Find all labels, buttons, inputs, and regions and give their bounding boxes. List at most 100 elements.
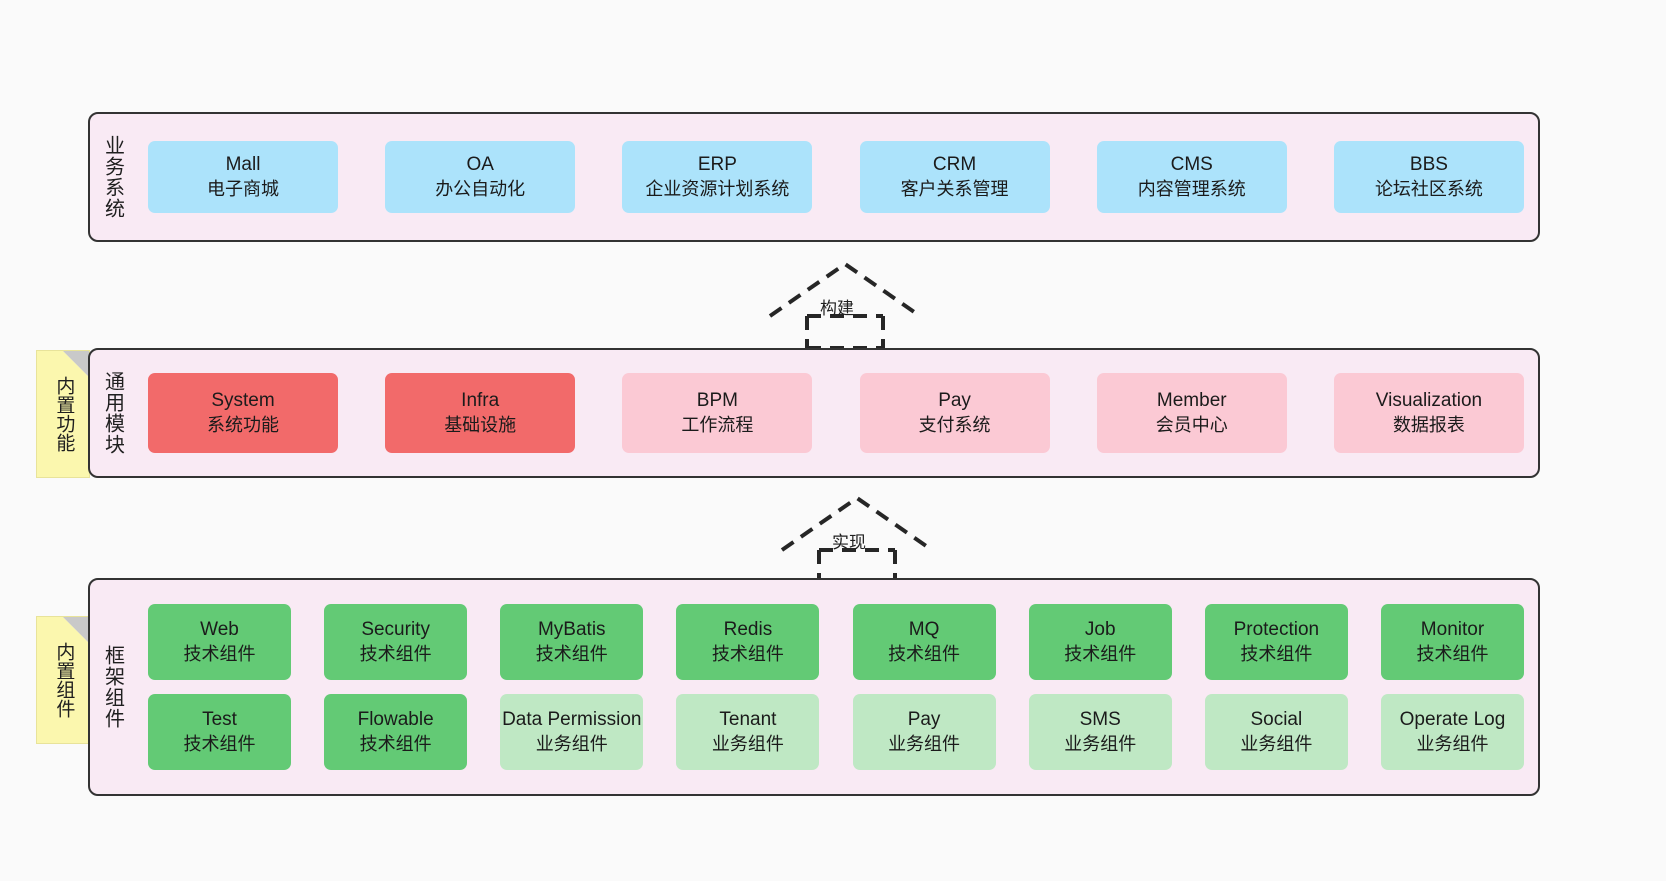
connector-implement-label: 实现 bbox=[832, 533, 866, 552]
common-item-visualization[interactable]: Visualization 数据报表 bbox=[1333, 373, 1524, 453]
connector-implement: 实现 bbox=[772, 492, 942, 589]
framework-item-operate-log[interactable]: Operate Log 业务组件 bbox=[1380, 694, 1524, 770]
framework-item-monitor[interactable]: Monitor 技术组件 bbox=[1380, 604, 1524, 680]
framework-item-pay-name: Pay bbox=[907, 709, 941, 731]
common-item-system-name: System bbox=[211, 390, 275, 412]
framework-item-tenant[interactable]: Tenant 业务组件 bbox=[676, 694, 820, 770]
framework-item-flowable[interactable]: Flowable 技术组件 bbox=[324, 694, 468, 770]
note-builtin-function-label: 内置功能 bbox=[53, 376, 75, 452]
framework-tech-row: Web 技术组件 Security 技术组件 MyBatis 技术组件 Redi… bbox=[148, 604, 1524, 680]
framework-item-pay[interactable]: Pay 业务组件 bbox=[852, 694, 996, 770]
common-item-bpm[interactable]: BPM 工作流程 bbox=[622, 373, 813, 453]
framework-item-tenant-desc: 业务组件 bbox=[711, 733, 784, 754]
framework-item-protection-desc: 技术组件 bbox=[1240, 643, 1313, 664]
business-item-bbs-name: BBS bbox=[1409, 154, 1448, 176]
business-item-oa-desc: 办公自动化 bbox=[435, 178, 526, 199]
layer-common-module: 通用模块 System 系统功能 Infra 基础设施 BPM 工作流程 Pay… bbox=[88, 348, 1540, 478]
business-item-cms[interactable]: CMS 内容管理系统 bbox=[1096, 141, 1287, 213]
business-item-bbs-desc: 论坛社区系统 bbox=[1374, 178, 1483, 199]
common-item-system-desc: 系统功能 bbox=[207, 414, 279, 435]
framework-item-data-permission-name: Data Permission bbox=[502, 709, 642, 731]
framework-item-tenant-name: Tenant bbox=[719, 709, 777, 731]
common-item-infra-desc: 基础设施 bbox=[444, 414, 517, 435]
framework-item-flowable-name: Flowable bbox=[357, 709, 434, 731]
business-item-erp-name: ERP bbox=[697, 154, 737, 176]
framework-item-redis[interactable]: Redis 技术组件 bbox=[676, 604, 820, 680]
framework-item-security-desc: 技术组件 bbox=[359, 643, 432, 664]
framework-item-protection-name: Protection bbox=[1233, 619, 1320, 641]
business-item-crm-name: CRM bbox=[932, 154, 977, 176]
framework-item-mq-desc: 技术组件 bbox=[888, 643, 961, 664]
framework-item-protection[interactable]: Protection 技术组件 bbox=[1204, 604, 1348, 680]
business-item-mall-desc: 电子商城 bbox=[207, 178, 279, 199]
common-item-member[interactable]: Member 会员中心 bbox=[1096, 373, 1287, 453]
common-item-member-desc: 会员中心 bbox=[1155, 414, 1228, 435]
business-item-oa[interactable]: OA 办公自动化 bbox=[385, 141, 576, 213]
note-builtin-function: 内置功能 bbox=[36, 350, 90, 478]
framework-biz-row: Test 技术组件 Flowable 技术组件 Data Permission … bbox=[148, 694, 1524, 770]
framework-item-security[interactable]: Security 技术组件 bbox=[324, 604, 468, 680]
framework-item-test-desc: 技术组件 bbox=[183, 733, 256, 754]
layer-common-module-title: 通用模块 bbox=[101, 371, 124, 455]
framework-item-security-name: Security bbox=[361, 619, 430, 641]
common-item-visualization-desc: 数据报表 bbox=[1392, 414, 1465, 435]
framework-item-data-permission[interactable]: Data Permission 业务组件 bbox=[500, 694, 644, 770]
business-item-crm[interactable]: CRM 客户关系管理 bbox=[859, 141, 1050, 213]
framework-item-mq-name: MQ bbox=[908, 619, 940, 641]
framework-item-job-name: Job bbox=[1084, 619, 1116, 641]
framework-item-mybatis[interactable]: MyBatis 技术组件 bbox=[500, 604, 644, 680]
business-system-row: Mall 电子商城 OA 办公自动化 ERP 企业资源计划系统 CRM 客户关系… bbox=[148, 141, 1524, 213]
business-item-oa-name: OA bbox=[466, 154, 494, 176]
common-item-system[interactable]: System 系统功能 bbox=[148, 373, 338, 453]
layer-business-system-title: 业务系统 bbox=[101, 135, 124, 219]
common-item-infra[interactable]: Infra 基础设施 bbox=[385, 373, 576, 453]
common-item-member-name: Member bbox=[1156, 390, 1227, 412]
framework-item-mybatis-desc: 技术组件 bbox=[535, 643, 608, 664]
framework-item-social-desc: 业务组件 bbox=[1240, 733, 1313, 754]
common-item-pay[interactable]: Pay 支付系统 bbox=[859, 373, 1050, 453]
common-item-visualization-name: Visualization bbox=[1375, 390, 1483, 412]
framework-item-redis-desc: 技术组件 bbox=[711, 643, 784, 664]
framework-item-data-permission-desc: 业务组件 bbox=[535, 733, 608, 754]
layer-business-system-body: Mall 电子商城 OA 办公自动化 ERP 企业资源计划系统 CRM 客户关系… bbox=[134, 114, 1538, 240]
common-item-infra-name: Infra bbox=[461, 390, 500, 412]
layer-framework-component-body: Web 技术组件 Security 技术组件 MyBatis 技术组件 Redi… bbox=[134, 580, 1538, 794]
business-item-cms-name: CMS bbox=[1170, 154, 1213, 176]
framework-item-web[interactable]: Web 技术组件 bbox=[148, 604, 291, 680]
common-item-bpm-name: BPM bbox=[696, 390, 738, 412]
business-item-mall[interactable]: Mall 电子商城 bbox=[148, 141, 338, 213]
framework-item-pay-desc: 业务组件 bbox=[888, 733, 961, 754]
note-builtin-component-label: 内置组件 bbox=[53, 642, 75, 718]
framework-item-test-name: Test bbox=[202, 709, 237, 731]
framework-item-flowable-desc: 技术组件 bbox=[359, 733, 432, 754]
connector-build-label: 构建 bbox=[820, 299, 854, 318]
framework-item-job-desc: 技术组件 bbox=[1064, 643, 1137, 664]
business-item-erp-desc: 企业资源计划系统 bbox=[645, 178, 790, 199]
business-item-bbs[interactable]: BBS 论坛社区系统 bbox=[1333, 141, 1524, 213]
framework-item-social[interactable]: Social 业务组件 bbox=[1204, 694, 1348, 770]
layer-common-module-body: System 系统功能 Infra 基础设施 BPM 工作流程 Pay 支付系统… bbox=[134, 350, 1538, 476]
layer-framework-component: 框架组件 Web 技术组件 Security 技术组件 MyBatis 技术组件… bbox=[88, 578, 1540, 796]
framework-item-redis-name: Redis bbox=[723, 619, 773, 641]
framework-item-sms[interactable]: SMS 业务组件 bbox=[1028, 694, 1172, 770]
framework-item-sms-name: SMS bbox=[1079, 709, 1121, 731]
common-item-pay-desc: 支付系统 bbox=[918, 414, 991, 435]
layer-framework-component-title: 框架组件 bbox=[101, 645, 124, 729]
framework-item-mybatis-name: MyBatis bbox=[537, 619, 606, 641]
framework-item-web-name: Web bbox=[200, 619, 239, 641]
business-item-erp[interactable]: ERP 企业资源计划系统 bbox=[622, 141, 813, 213]
framework-item-test[interactable]: Test 技术组件 bbox=[148, 694, 291, 770]
business-item-crm-desc: 客户关系管理 bbox=[900, 178, 1009, 199]
framework-item-social-name: Social bbox=[1250, 709, 1303, 731]
framework-item-web-desc: 技术组件 bbox=[183, 643, 256, 664]
framework-item-sms-desc: 业务组件 bbox=[1064, 733, 1137, 754]
common-item-pay-name: Pay bbox=[938, 390, 971, 412]
note-builtin-component: 内置组件 bbox=[36, 616, 90, 744]
common-module-row: System 系统功能 Infra 基础设施 BPM 工作流程 Pay 支付系统… bbox=[148, 373, 1524, 453]
framework-item-operate-log-desc: 业务组件 bbox=[1416, 733, 1489, 754]
framework-item-mq[interactable]: MQ 技术组件 bbox=[852, 604, 996, 680]
framework-item-monitor-desc: 技术组件 bbox=[1416, 643, 1489, 664]
framework-item-job[interactable]: Job 技术组件 bbox=[1028, 604, 1172, 680]
business-item-cms-desc: 内容管理系统 bbox=[1137, 178, 1246, 199]
